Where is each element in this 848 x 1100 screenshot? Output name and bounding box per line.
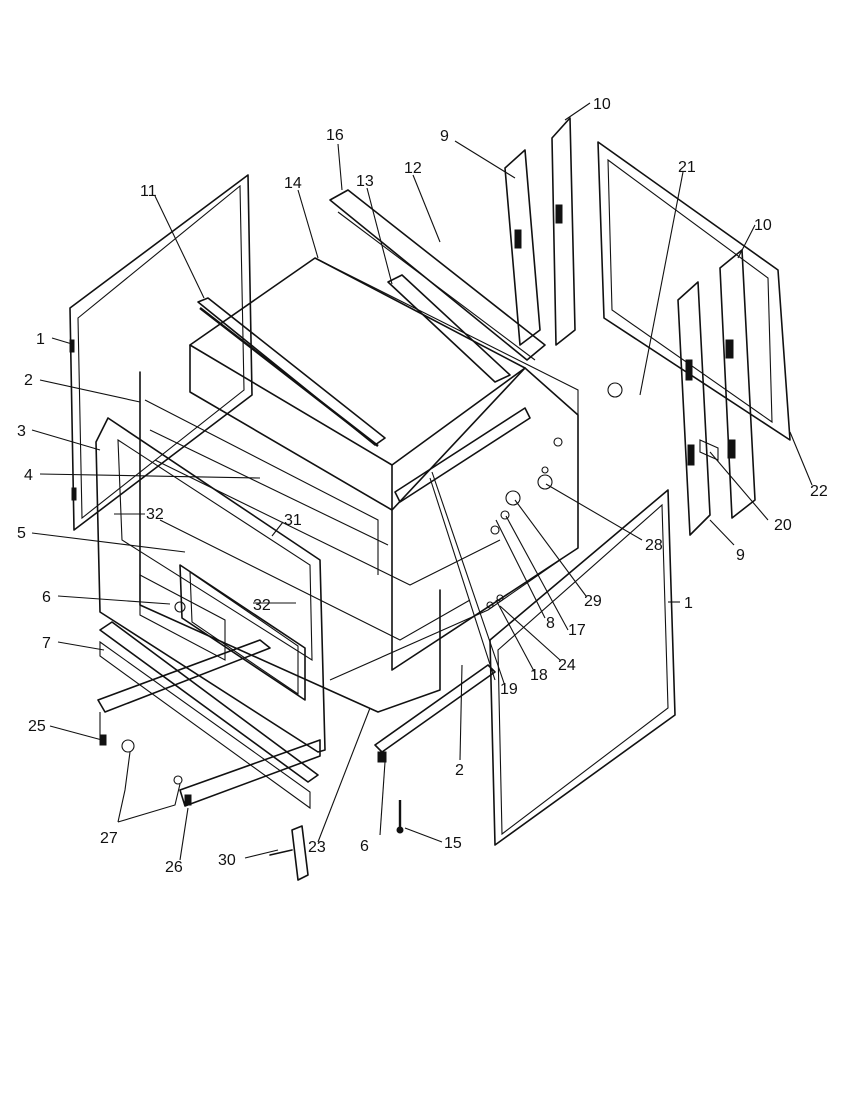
rail-10-right [699, 249, 756, 519]
knob-parts [486, 474, 553, 609]
front-trim [99, 621, 319, 810]
callout: 32 [146, 506, 164, 523]
top-rod [197, 297, 386, 447]
callout: 12 [404, 160, 422, 177]
callout: 10 [754, 217, 772, 234]
callout: 1 [36, 331, 45, 348]
callout: 31 [284, 512, 302, 529]
callout: 24 [558, 657, 576, 674]
callout: 19 [500, 681, 518, 698]
callout: 29 [584, 593, 602, 610]
callout-numbers: 1 1 2 2 3 4 5 6 6 7 8 9 9 10 10 11 12 13… [17, 96, 828, 876]
callout: 25 [28, 718, 46, 735]
rear-trim-16 [329, 189, 546, 383]
rail-10-middle [551, 117, 576, 346]
bottom-rail [97, 639, 321, 807]
right-side-panel [489, 489, 676, 846]
callout: 6 [360, 838, 369, 855]
callout: 1 [684, 595, 693, 612]
handle [269, 825, 309, 881]
callout: 8 [546, 615, 555, 632]
callout: 16 [326, 127, 344, 144]
callout: 23 [308, 839, 326, 856]
callout: 21 [678, 159, 696, 176]
callout: 14 [284, 175, 302, 192]
callout: 18 [530, 667, 548, 684]
callout: 20 [774, 517, 792, 534]
callout: 3 [17, 423, 26, 440]
back-panel [597, 141, 791, 441]
rail-9-middle [504, 149, 541, 346]
callout: 2 [455, 762, 464, 779]
callout: 15 [444, 835, 462, 852]
left-side-panel [69, 174, 253, 531]
rail-9-right [677, 281, 711, 536]
strip-19 [394, 407, 531, 681]
front-frame [95, 417, 326, 753]
callout: 9 [440, 128, 449, 145]
callout: 10 [593, 96, 611, 113]
oven-body [139, 257, 623, 713]
callout: 30 [218, 852, 236, 869]
callout: 2 [24, 372, 33, 389]
callout: 11 [140, 183, 157, 200]
callout: 17 [568, 622, 586, 639]
callout: 22 [810, 483, 828, 500]
callout: 5 [17, 525, 26, 542]
callout: 32 [253, 597, 271, 614]
callout: 28 [645, 537, 663, 554]
callout: 6 [42, 589, 51, 606]
callout: 26 [165, 859, 183, 876]
callout: 7 [42, 635, 51, 652]
screw [396, 800, 404, 834]
callout: 13 [356, 173, 374, 190]
callout: 27 [100, 830, 118, 847]
side-bottom-rail [374, 664, 496, 763]
callout: 9 [736, 547, 745, 564]
callout: 4 [24, 467, 33, 484]
leader-lines [31, 102, 813, 861]
